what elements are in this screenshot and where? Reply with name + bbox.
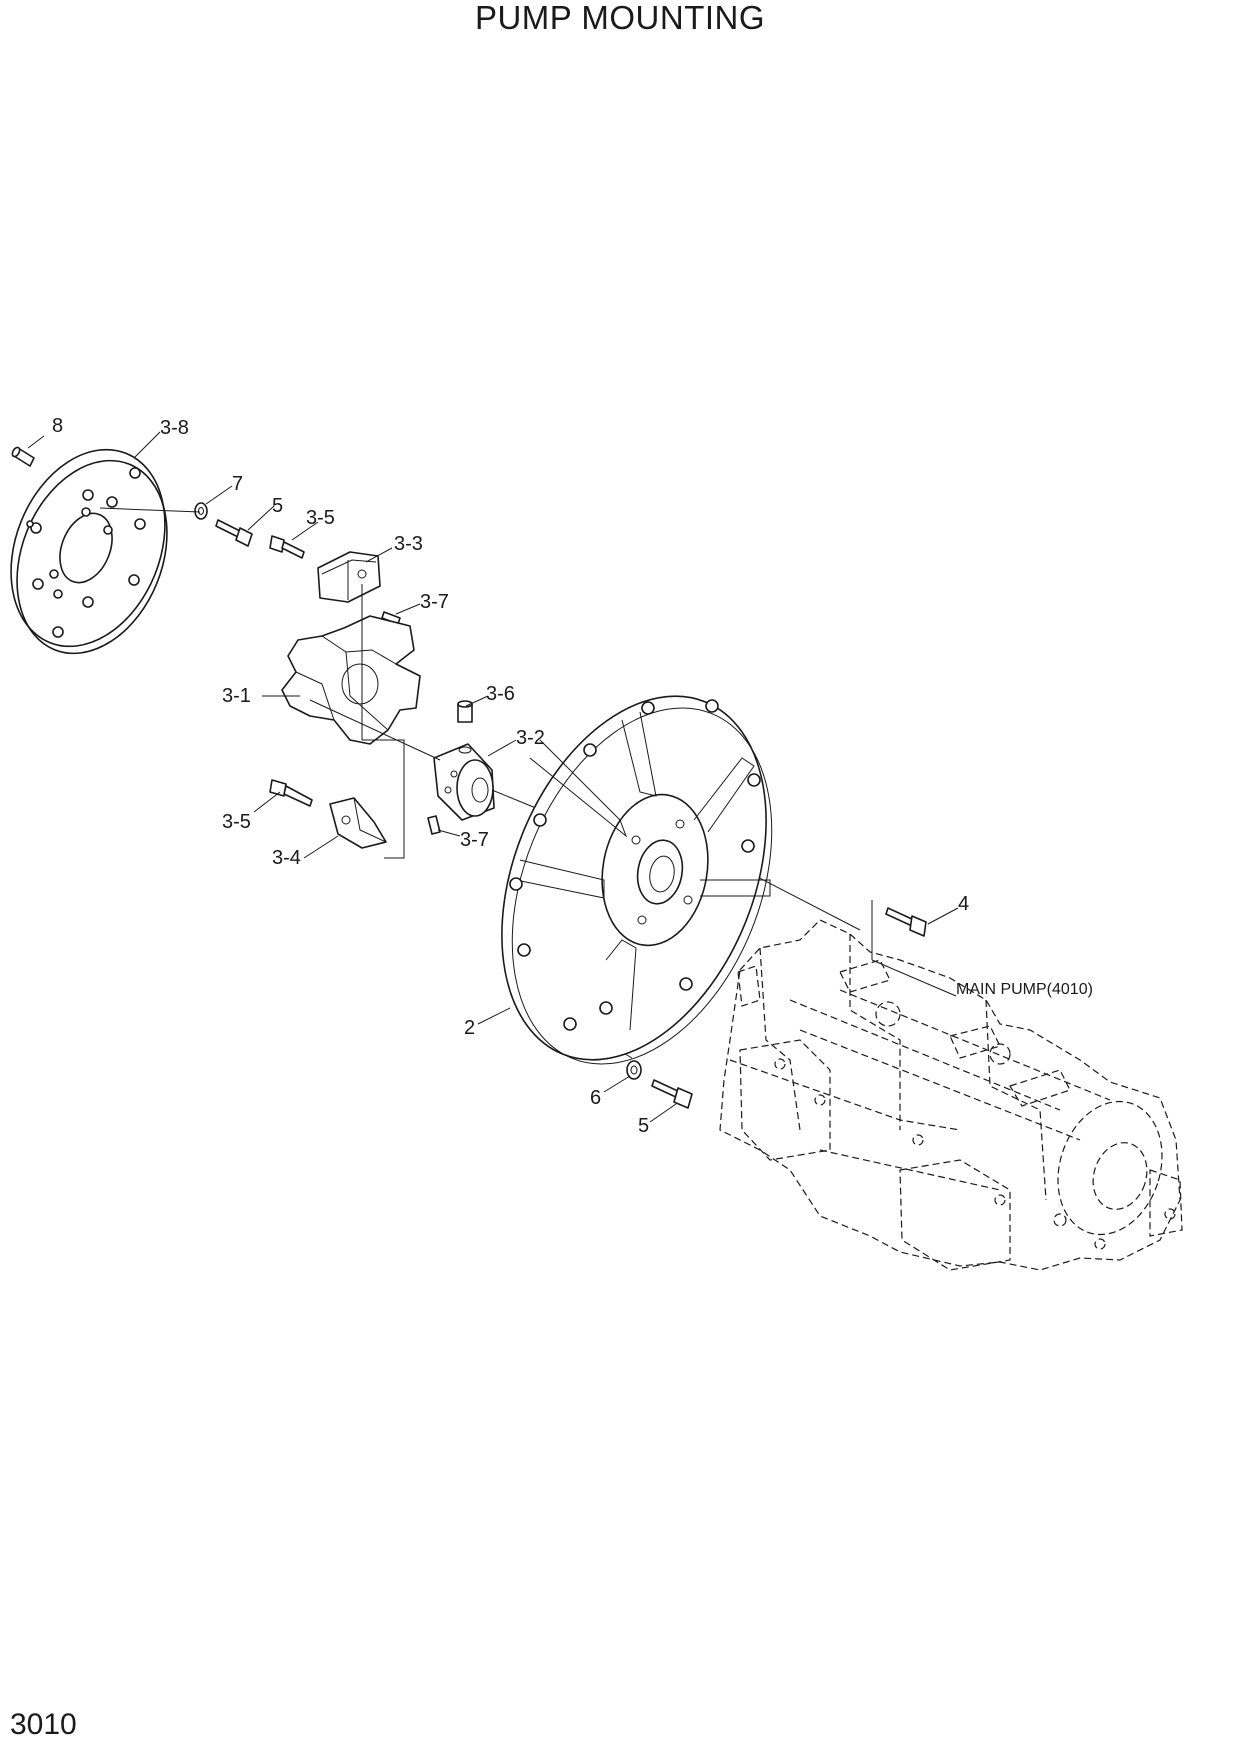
callout-leader — [487, 739, 517, 757]
socket-bolt-part[interactable] — [269, 535, 305, 559]
washer-part[interactable] — [194, 502, 208, 520]
callout-leader — [133, 431, 161, 459]
callout-3-7-top: 3-7 — [420, 591, 449, 613]
callout-3-3: 3-3 — [394, 533, 423, 555]
callout-4: 4 — [958, 893, 969, 915]
callout-leader — [927, 907, 959, 925]
callout-leader — [365, 547, 393, 563]
assembly-bracket — [362, 739, 405, 859]
callout-5-top: 5 — [272, 495, 283, 517]
page-title: PUMP MOUNTING — [474, 0, 766, 36]
clamp-wedge-part[interactable] — [329, 797, 387, 849]
bolt-part[interactable] — [215, 519, 253, 547]
socket-bolt-part[interactable] — [885, 907, 927, 937]
callout-5-bot: 5 — [638, 1115, 649, 1137]
callout-3-7-bot: 3-7 — [460, 829, 489, 851]
main-pump-assembly[interactable] — [719, 919, 1183, 1271]
callout-leader — [465, 695, 489, 707]
main-pump-label: MAIN PUMP(4010) — [956, 981, 1093, 998]
callout-7: 7 — [232, 473, 243, 495]
callout-leader — [871, 959, 957, 997]
hub-part[interactable] — [433, 743, 495, 821]
page-number: 3010 — [10, 1708, 77, 1741]
callout-3-6: 3-6 — [486, 683, 515, 705]
callout-3-5-bot: 3-5 — [222, 811, 251, 833]
callout-leader — [253, 791, 281, 813]
callout-leader — [649, 1103, 677, 1123]
center-line — [99, 507, 201, 513]
center-line — [309, 699, 441, 761]
roll-pin-part[interactable] — [427, 815, 441, 835]
callout-3-8: 3-8 — [160, 417, 189, 439]
callout-leader — [303, 835, 339, 859]
callout-3-2: 3-2 — [516, 727, 545, 749]
flywheel-disc-part[interactable] — [452, 657, 822, 1103]
callout-3-5-top: 3-5 — [306, 507, 335, 529]
coupling-plate-part[interactable] — [0, 426, 194, 675]
callout-leader — [291, 521, 319, 541]
callout-3-1: 3-1 — [222, 685, 251, 707]
callout-leader — [205, 485, 233, 505]
callout-leader — [247, 505, 275, 531]
callout-2: 2 — [464, 1017, 475, 1039]
callout-leader — [477, 1007, 511, 1025]
set-screw-part[interactable] — [457, 700, 473, 723]
callout-6: 6 — [590, 1087, 601, 1109]
washer-part[interactable] — [626, 1060, 642, 1080]
bolt-part[interactable] — [651, 1079, 693, 1109]
callout-leader — [27, 435, 45, 449]
callout-8: 8 — [52, 415, 63, 437]
callout-3-4: 3-4 — [272, 847, 301, 869]
socket-bolt-part[interactable] — [269, 779, 313, 807]
callout-leader — [603, 1075, 631, 1093]
callout-leader — [437, 829, 461, 837]
spider-element-part[interactable] — [281, 615, 421, 745]
pin-part[interactable] — [11, 446, 35, 467]
callout-leader — [395, 603, 421, 615]
